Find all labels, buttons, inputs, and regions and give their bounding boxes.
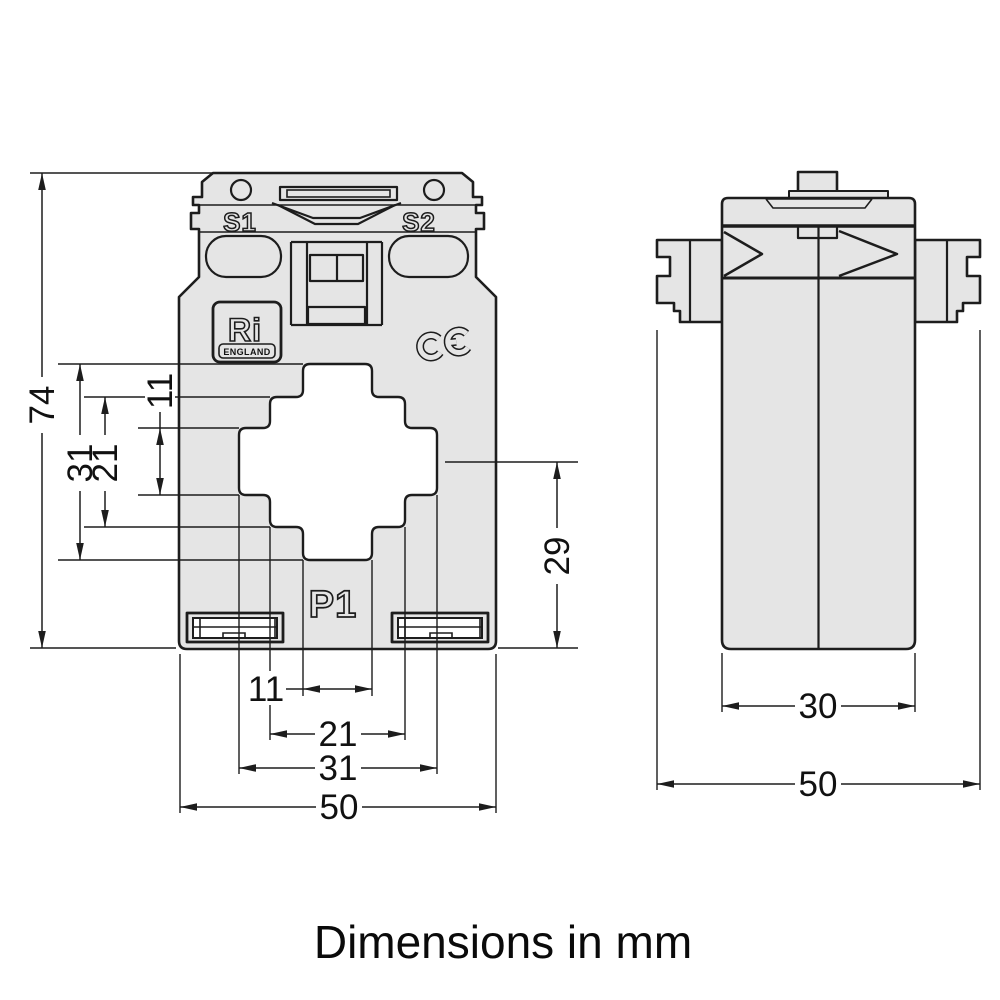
- top-vee-inner: [277, 204, 396, 226]
- dim-window-height-mid: 21: [86, 397, 125, 527]
- brand-logo-glyph: Ri: [228, 312, 262, 348]
- dim-overall-depth: 50: [657, 765, 980, 804]
- dim-window-width-inner: 11: [246, 670, 372, 709]
- terminal-slot-s1: [204, 234, 283, 279]
- top-recess-inner: [286, 189, 391, 198]
- busbar-window: [237, 362, 439, 562]
- dim-label-50-front: 50: [320, 788, 359, 827]
- dim-window-height-inner: 11: [141, 368, 180, 495]
- dim-window-width-mid: 21: [270, 715, 405, 754]
- brand-logo: Ri ENGLAND: [211, 300, 283, 364]
- dim-body-depth: 30: [722, 687, 915, 726]
- center-terminal-block: [289, 240, 384, 327]
- top-recess-outer: [278, 185, 399, 202]
- brand-logo-box: [211, 300, 283, 364]
- dim-label-31h: 31: [319, 749, 358, 788]
- mounting-hole-right: [422, 178, 446, 202]
- dim-overall-height: 74: [23, 173, 62, 648]
- dim-window-center-to-base: 29: [538, 462, 577, 648]
- brand-logo-band: [218, 343, 276, 359]
- dim-label-29: 29: [538, 537, 577, 576]
- foot-slot-right: [390, 611, 490, 644]
- chevron-left: [723, 230, 764, 278]
- extension-lines-side: [656, 330, 981, 790]
- dim-label-50-side: 50: [799, 765, 838, 804]
- label-s1: S1: [223, 207, 257, 237]
- label-s2: S2: [402, 207, 436, 237]
- dim-label-11v: 11: [141, 373, 180, 409]
- dim-label-11h: 11: [248, 670, 284, 709]
- terminal-slot-s2: [387, 234, 470, 279]
- side-view: [655, 170, 982, 651]
- brand-logo-country: ENGLAND: [223, 347, 270, 357]
- ce-mark: [416, 326, 472, 362]
- dim-label-30: 30: [799, 687, 838, 726]
- chevron-right: [838, 229, 899, 278]
- dim-window-width-outer: 31: [239, 749, 437, 788]
- dim-window-height-outer: 31: [61, 364, 100, 560]
- dim-label-74: 74: [23, 386, 62, 425]
- front-view: S1 S2 Ri ENGLAND P1: [177, 171, 498, 651]
- dim-overall-width: 50: [180, 788, 496, 827]
- dim-label-31v: 31: [61, 444, 100, 483]
- mounting-hole-left: [229, 178, 253, 202]
- label-p1: P1: [309, 584, 357, 626]
- cap-groove: [765, 198, 873, 209]
- dimension-annotations: 74 31 21 11: [23, 172, 981, 827]
- caption: Dimensions in mm: [314, 916, 692, 968]
- dim-label-21h: 21: [319, 715, 358, 754]
- top-vee-outer: [271, 201, 402, 220]
- dim-label-21v: 21: [86, 444, 125, 483]
- foot-slot-left: [185, 611, 285, 644]
